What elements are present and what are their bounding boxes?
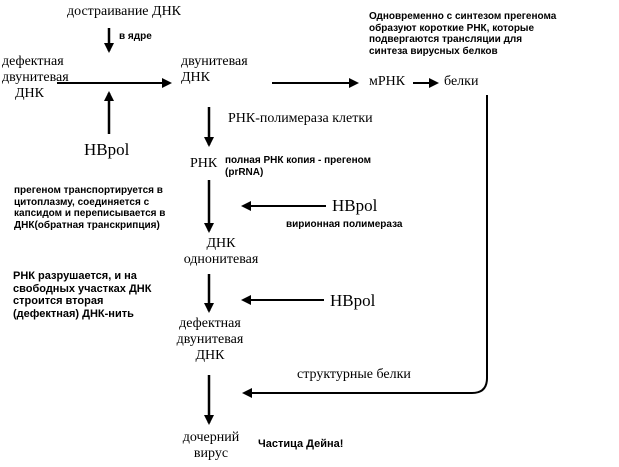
line: подвергаются трансляции для xyxy=(369,34,523,45)
note-pregenome-synthesis: Одновременно с синтезом прегенома образу… xyxy=(369,11,556,57)
line: образуют короткие РНК, которые xyxy=(369,22,535,34)
line: синтеза вирусных белков xyxy=(369,45,498,57)
label-dane-particle: Частица Дейна! xyxy=(258,438,344,450)
line: ДНК(обратная транскрипция) xyxy=(14,219,160,231)
line: РНК разрушается, и на xyxy=(13,270,137,282)
node-hbpol-lower: HBpol xyxy=(330,291,376,310)
node-defective-dna-left: дефектная двунитевая ДНК xyxy=(2,54,69,102)
node-daughter-virus: дочерний вирус xyxy=(175,430,247,462)
line: (дефектная) ДНК-нить xyxy=(13,307,134,320)
line: (prRNA) xyxy=(225,166,264,178)
line: капсидом и переписывается в xyxy=(14,208,166,219)
node-single-dna: ДНК однонитевая xyxy=(182,236,260,268)
line: двунитевая xyxy=(2,70,69,86)
node-mrna: мРНК xyxy=(369,74,406,89)
node-hbpol-left: HBpol xyxy=(84,140,130,159)
note-pregenome-transport: прегеном транспортируется в цитоплазму, … xyxy=(14,185,165,231)
node-defective-dna-center: дефектная двунитевая ДНК xyxy=(170,316,250,364)
line: однонитевая xyxy=(183,252,259,268)
line: вирус xyxy=(193,446,229,462)
line: дочерний xyxy=(182,430,240,445)
node-proteins: белки xyxy=(444,74,479,89)
line: ДНК xyxy=(195,348,225,364)
arrow-proteins-to-defective xyxy=(242,95,488,398)
line: цитоплазму, соединяется с xyxy=(14,196,150,208)
note-full-rna-copy: полная РНК копия - прегеном (prRNA) xyxy=(225,155,371,178)
node-rna: РНК xyxy=(190,156,218,171)
note-rna-degraded: РНК разрушается, и на свободных участках… xyxy=(13,270,151,321)
line: ДНК xyxy=(15,86,44,102)
node-dna-completion: достраивание ДНК xyxy=(67,4,182,19)
node-structural-proteins: структурные белки xyxy=(297,367,411,382)
node-rna-polymerase: РНК-полимераза клетки xyxy=(228,111,373,126)
line: Одновременно с синтезом прегенома xyxy=(369,11,557,22)
line: дефектная xyxy=(2,54,64,69)
line: свободных участках ДНК xyxy=(13,282,152,295)
label-virion-polymerase: вирионная полимераза xyxy=(286,219,403,230)
line: дефектная xyxy=(179,316,241,331)
line: ДНК xyxy=(206,236,236,251)
line: двунитевая xyxy=(181,54,248,69)
label-in-nucleus: в ядре xyxy=(119,31,152,42)
node-hbpol-virion: HBpol xyxy=(332,196,378,215)
line: ДНК xyxy=(181,70,210,86)
line: строится вторая xyxy=(13,295,104,308)
line: двунитевая xyxy=(176,332,244,348)
node-double-dna: двунитевая ДНК xyxy=(181,54,248,86)
line: прегеном транспортируется в xyxy=(14,185,163,196)
line: полная РНК копия - прегеном xyxy=(225,155,371,166)
